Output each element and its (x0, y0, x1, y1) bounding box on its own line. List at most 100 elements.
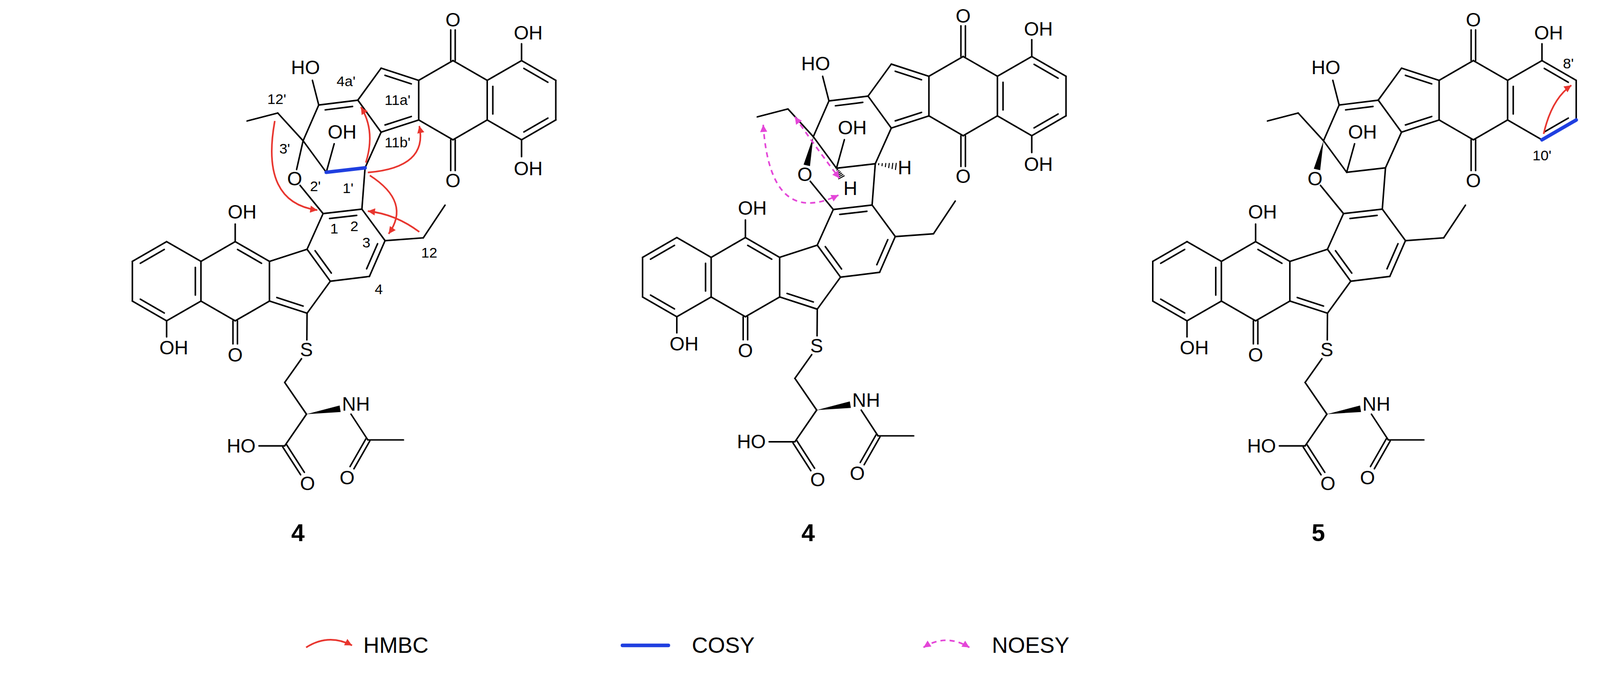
locant-number: 3' (279, 141, 290, 156)
double-bond-inner (835, 102, 863, 106)
single-bond (1507, 119, 1542, 140)
double-bond (322, 208, 362, 214)
atom-label: O (1465, 170, 1481, 191)
single-bond (813, 136, 837, 168)
hash-bond (836, 168, 839, 170)
double-bond (996, 76, 999, 116)
double-bond (200, 261, 202, 301)
hmbc-arrow-head (309, 205, 318, 213)
single-bond (367, 438, 404, 441)
atom-label: HO (1247, 435, 1277, 456)
carbonyl-bond (796, 440, 815, 469)
single-bond (1279, 444, 1306, 447)
double-bond-inner (1034, 114, 1059, 128)
double-bond-inner (895, 71, 922, 80)
legend-sample-head (923, 640, 932, 647)
atom-label: HO (291, 57, 320, 77)
single-bond (296, 140, 304, 170)
single-bond (258, 444, 285, 447)
single-bond (810, 181, 834, 210)
single-bond (895, 233, 934, 237)
atom-label: OH (1248, 202, 1278, 222)
single-bond (1323, 104, 1339, 141)
double-bond (269, 300, 308, 313)
single-bond (1388, 438, 1424, 441)
single-bond (1541, 43, 1543, 61)
legend-text: HMBC (363, 633, 429, 656)
compound-number: 4 (291, 520, 305, 545)
carbonyl-bond (454, 29, 456, 61)
single-bond (1031, 135, 1033, 153)
atom-label: O (1359, 467, 1375, 487)
single-bond (384, 237, 423, 241)
carbonyl-bond (1252, 320, 1255, 344)
carbonyl-bond (449, 139, 452, 171)
carbonyl-bond (286, 444, 305, 473)
single-bond (520, 139, 523, 157)
atom-label: S (1320, 339, 1334, 359)
single-bond (1221, 241, 1256, 262)
double-bond (833, 204, 873, 210)
single-bond (277, 113, 304, 141)
hmbc-arrow (367, 210, 420, 232)
atom-label: S (810, 335, 824, 356)
single-bond (1385, 132, 1402, 168)
single-bond (361, 167, 366, 210)
hash-bond (892, 162, 894, 169)
double-bond-inner (1002, 82, 1004, 111)
noesy-arrow-head (760, 124, 768, 132)
single-bond (1575, 80, 1577, 120)
single-bond (868, 64, 892, 96)
single-bond (1305, 358, 1322, 383)
carbonyl-bond (1374, 440, 1391, 469)
double-bond-inner (787, 293, 814, 303)
atom-label: NH (852, 390, 881, 410)
single-bond (554, 80, 557, 120)
atom-label: OH (1024, 154, 1053, 174)
carbonyl-bond (1470, 139, 1472, 171)
carbonyl-bond (1474, 139, 1477, 171)
single-bond (1187, 241, 1222, 262)
atom-label: H (843, 178, 858, 198)
double-bond-inner (1160, 298, 1185, 313)
double-bond-inner (384, 116, 412, 126)
carbonyl-bond (964, 135, 967, 167)
single-bond (816, 308, 819, 336)
double-bond (381, 119, 419, 132)
hmbc-arrow (360, 106, 371, 163)
double-bond-inner (839, 211, 867, 215)
single-bond (1405, 237, 1444, 241)
single-bond (1439, 119, 1474, 140)
noesy-arrow-head (830, 194, 839, 202)
locant-number: 8' (1562, 56, 1574, 71)
double-bond (779, 296, 818, 309)
single-bond (268, 261, 270, 301)
legend-sample-head (961, 640, 970, 648)
hmbc-arrow (1543, 85, 1572, 134)
double-bond (710, 257, 712, 297)
double-bond (1220, 261, 1223, 301)
single-bond (307, 281, 331, 313)
locant-number: 4a' (336, 74, 356, 89)
double-bond-inner (704, 263, 707, 292)
legend-sample (622, 643, 669, 647)
single-bond (303, 104, 319, 141)
single-bond (1382, 208, 1406, 241)
atom-label: OH (327, 122, 357, 142)
single-bond (201, 241, 236, 262)
single-bond (284, 358, 302, 383)
single-bond (1187, 300, 1222, 321)
single-bond (166, 241, 201, 262)
single-bond (840, 272, 880, 278)
double-bond-inner (524, 68, 549, 83)
hmbc-arrow (271, 120, 318, 210)
single-bond (418, 80, 420, 120)
single-bond (875, 128, 892, 164)
atom-label: O (797, 164, 813, 184)
single-bond (1320, 185, 1344, 214)
single-bond (868, 96, 892, 128)
double-bond (1327, 249, 1351, 282)
single-bond (1327, 213, 1344, 250)
atom-label: O (227, 345, 243, 365)
